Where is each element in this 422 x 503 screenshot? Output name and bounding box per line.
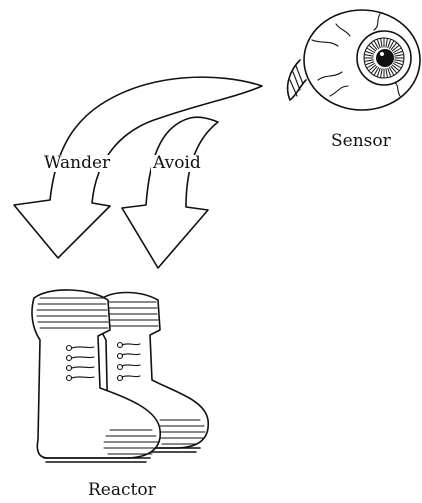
arrow-avoid	[122, 117, 218, 268]
boots-icon	[32, 290, 208, 462]
arrow-avoid-label: Avoid	[151, 155, 203, 172]
sensor-label: Sensor	[329, 133, 393, 150]
reactor-label: Reactor	[86, 482, 158, 499]
eye-icon	[288, 10, 420, 110]
arrow-wander-label: Wander	[42, 155, 112, 172]
